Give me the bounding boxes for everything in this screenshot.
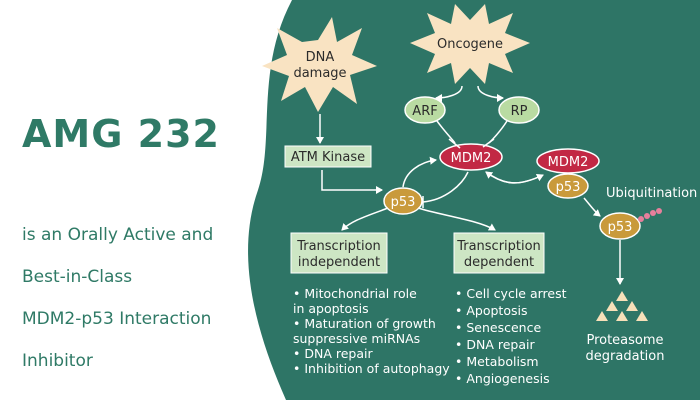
list-item: • Angiogenesis: [455, 371, 550, 386]
dna-damage-burst: DNA damage: [262, 17, 377, 112]
arf-label: ARF: [412, 104, 437, 119]
subtitle-line-3: MDM2-p53 Interaction: [22, 309, 212, 329]
proteasome-icon: [596, 291, 648, 321]
proteasome-line-1: Proteasome: [586, 333, 663, 348]
dependent-line-1: Transcription: [456, 239, 541, 254]
inhibit-arf-to-mdm2: [436, 120, 456, 144]
list-item: • Mitochondrial role: [293, 286, 417, 301]
complex-p53-label: p53: [556, 180, 581, 195]
mdm2-p53-complex: MDM2 p53: [536, 148, 600, 199]
mdm2-node: MDM2: [439, 143, 503, 171]
dependent-line-2: dependent: [464, 255, 534, 270]
dna-damage-line-2: damage: [293, 66, 346, 81]
list-item: • Cell cycle arrest: [455, 286, 567, 301]
list-item: suppressive miRNAs: [293, 331, 420, 346]
independent-line-1: Transcription: [296, 239, 381, 254]
ubiquitination-label: Ubiquitination: [606, 186, 697, 201]
p53-node: p53: [383, 187, 423, 215]
rp-label: RP: [511, 104, 528, 119]
ub-p53-label: p53: [608, 220, 633, 235]
subtitle-line-2: Best-in-Class: [22, 267, 133, 287]
arrow-oncogene-to-rp: [477, 85, 504, 102]
inhibit-bar-arf: [448, 138, 461, 149]
inhibit-mdm2-to-p53: [422, 171, 469, 203]
arrow-complex-to-ub: [583, 197, 601, 217]
list-item: • Metabolism: [455, 354, 539, 369]
drug-title: AMG 232: [22, 112, 220, 156]
arrow-complex-reverse: [485, 171, 544, 184]
ubiquitin-chain: [638, 208, 662, 222]
oncogene-label: Oncogene: [437, 37, 503, 52]
list-item: • Inhibition of autophagy: [293, 361, 450, 376]
dependent-effects-list: • Cell cycle arrest • Apoptosis • Senesc…: [455, 286, 567, 386]
teal-background: [248, 0, 700, 400]
transcription-independent-box: Transcription independent: [290, 232, 388, 274]
list-item: • DNA repair: [455, 337, 535, 352]
proteasome-line-2: degradation: [586, 349, 665, 364]
subtitle-line-1: is an Orally Active and: [22, 225, 214, 245]
list-item: • Senescence: [455, 320, 541, 335]
oncogene-burst: Oncogene: [410, 4, 530, 84]
list-item: • DNA repair: [293, 346, 373, 361]
dna-damage-line-1: DNA: [306, 50, 335, 65]
list-item: in apoptosis: [293, 301, 369, 316]
arf-node: ARF: [404, 96, 446, 124]
list-item: • Maturation of growth: [293, 316, 436, 331]
list-item: • Apoptosis: [455, 303, 527, 318]
arrow-p53-to-mdm2: [402, 156, 437, 188]
arrow-p53-to-dependent: [417, 207, 496, 231]
ubiquitinated-p53: p53: [599, 212, 641, 240]
rp-node: RP: [498, 96, 540, 124]
independent-line-2: independent: [298, 255, 380, 270]
inhibit-bar-rp: [482, 138, 495, 148]
mdm2-label: MDM2: [451, 151, 492, 166]
pathway-arrows: [316, 85, 624, 285]
arrow-oncogene-to-arf: [435, 85, 463, 102]
atm-kinase-box: ATM Kinase: [284, 145, 372, 168]
arrow-atm-to-p53: [321, 170, 383, 194]
independent-effects-list: • Mitochondrial role in apoptosis • Matu…: [293, 286, 450, 376]
left-text-panel: AMG 232 is an Orally Active and Best-in-…: [0, 0, 260, 400]
atm-kinase-label: ATM Kinase: [291, 150, 365, 165]
complex-mdm2-label: MDM2: [548, 155, 589, 170]
arrow-p53-to-independent: [341, 207, 389, 231]
transcription-dependent-box: Transcription dependent: [453, 232, 545, 274]
p53-label: p53: [391, 195, 416, 210]
subtitle-line-4: Inhibitor: [22, 351, 93, 371]
